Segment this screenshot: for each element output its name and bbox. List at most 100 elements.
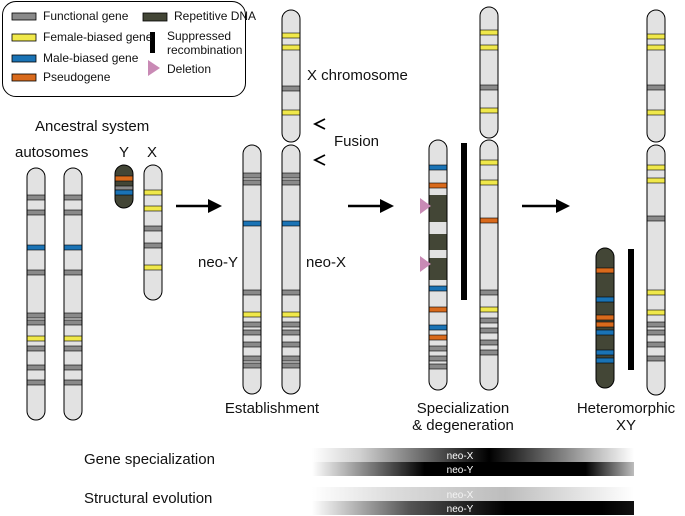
heteromorphic-y-band [596, 267, 614, 274]
establishment-neo-x-band [282, 341, 300, 348]
establishment-neo-x-band [282, 220, 300, 227]
specialization-x-chromosome-band [480, 29, 498, 36]
establishment-neo-y-band [243, 321, 261, 328]
heteromorphic-label-2: XY [615, 417, 637, 434]
struct-neo-x-label: neo-X [447, 490, 474, 501]
specialization-neo-x-band [480, 327, 498, 334]
autosome-2-band [64, 194, 82, 201]
specialization-neo-x-band [480, 159, 498, 166]
legend-box [2, 1, 246, 97]
specialization-neo-x-band [480, 179, 498, 186]
x-label: X [146, 144, 158, 161]
heteromorphic-x-band [647, 321, 665, 328]
establishment-neo-y [242, 144, 262, 395]
specialization-neo-y-band [429, 324, 447, 331]
fusion-chevron-bottom [312, 154, 326, 166]
specialization-neo-y-band [429, 306, 447, 313]
legend-functional: Functional gene [43, 9, 129, 23]
ancestral-x-body [144, 165, 162, 300]
ancestral-x-band [144, 264, 162, 271]
struct-neo-y-bar [312, 501, 634, 515]
male-biased-swatch [11, 54, 37, 63]
specialization-neo-x-band [480, 306, 498, 313]
establishment-x-chromosome [281, 9, 301, 143]
autosome-2-band [64, 335, 82, 342]
mark-layer [176, 118, 634, 370]
autosome-1-band [27, 379, 45, 386]
pseudogene-swatch [11, 73, 37, 82]
x-chromosome-label: X chromosome [307, 67, 408, 84]
specialization-neo-x-band [480, 217, 498, 224]
establishment-x-chromosome-band [282, 44, 300, 51]
specialization-neo-x-band [480, 289, 498, 296]
neo-x-label: neo-X [306, 254, 347, 271]
gene-spec-neo-x-bar [312, 448, 634, 462]
establishment-neo-x-band [282, 321, 300, 328]
heteromorphic-x-chromosome-band [647, 84, 665, 91]
specialization-neo-x [479, 139, 499, 391]
establishment-neo-y-band [243, 341, 261, 348]
heteromorphic-y-band [596, 314, 614, 321]
y-label: Y [118, 144, 130, 161]
autosome-1-band [27, 209, 45, 216]
establishment-neo-x-band [282, 311, 300, 318]
specialization-neo-y-band [429, 355, 447, 362]
specialization-neo-y-repetitive-block [429, 195, 447, 222]
structural-evolution-label: Structural evolution [84, 490, 213, 507]
legend-deletion: Deletion [167, 62, 212, 76]
establishment-neo-x-band [282, 362, 300, 369]
autosome-2-band [64, 379, 82, 386]
neo-y-label: neo-Y [198, 254, 239, 271]
establishment-neo-y-band [243, 179, 261, 186]
specialization-neo-y-band [429, 334, 447, 341]
female-biased-swatch [11, 33, 37, 42]
establishment-x-chromosome-band [282, 109, 300, 116]
autosome-2-band [64, 364, 82, 371]
establishment-neo-y-band [243, 355, 261, 362]
legend-repetitive: Repetitive DNA [174, 9, 257, 23]
specialization-x-chromosome-band [480, 107, 498, 114]
specialization-label-1: Specialization [416, 400, 510, 417]
heteromorphic-y-band [596, 349, 614, 356]
heteromorphic-x-chromosome-band [647, 33, 665, 40]
deletion-marker [420, 198, 431, 214]
deletion-swatch [148, 60, 160, 76]
specialization-x-chromosome [479, 6, 499, 139]
specialization-neo-y-band [429, 345, 447, 352]
specialization-x-chromosome-band [480, 44, 498, 51]
establishment-neo-x-band [282, 329, 300, 336]
heteromorphic-y-band [596, 321, 614, 328]
heteromorphic-x-band [647, 177, 665, 184]
heteromorphic-x-band [647, 355, 665, 362]
autosome-2-band [64, 209, 82, 216]
establishment-neo-y-band [243, 329, 261, 336]
establishment-neo-x-band [282, 179, 300, 186]
legend-suppressed-1: Suppressed [167, 29, 232, 43]
establishment-neo-x-band [282, 172, 300, 179]
fusion-label: Fusion [334, 133, 380, 150]
heteromorphic-x-chromosome-band [647, 44, 665, 51]
ancestral-y-band [115, 175, 133, 182]
heteromorphic-x-band [647, 329, 665, 336]
ancestral-system-label: Ancestral system [35, 118, 150, 135]
autosome-2-band [64, 244, 82, 251]
establishment-x-chromosome-body [282, 10, 300, 142]
deletion-marker [420, 256, 431, 272]
arrow-specialization-to-heteromorphic-head [556, 199, 570, 213]
suppressed-recombination-bar [461, 143, 467, 300]
ancestral-y [114, 164, 134, 209]
gene-specialization-label: Gene specialization [84, 451, 215, 468]
ancestral-x-band [144, 205, 162, 212]
legend-swatches [11, 12, 168, 82]
specialization-neo-x-band [480, 349, 498, 356]
specialization-neo-y-band [429, 182, 447, 189]
heteromorphic-x [646, 144, 666, 396]
specialization-x-chromosome-band [480, 84, 498, 91]
establishment-neo-y-band [243, 362, 261, 369]
legend-suppressed-2: recombination [167, 43, 243, 57]
establishment-neo-y-band [243, 311, 261, 318]
specialization-label-2: & degeneration [412, 417, 514, 434]
autosome-2-body [64, 168, 82, 420]
arrow-ancestral-to-establishment-head [208, 199, 222, 213]
establishment-neo-x [281, 144, 301, 395]
